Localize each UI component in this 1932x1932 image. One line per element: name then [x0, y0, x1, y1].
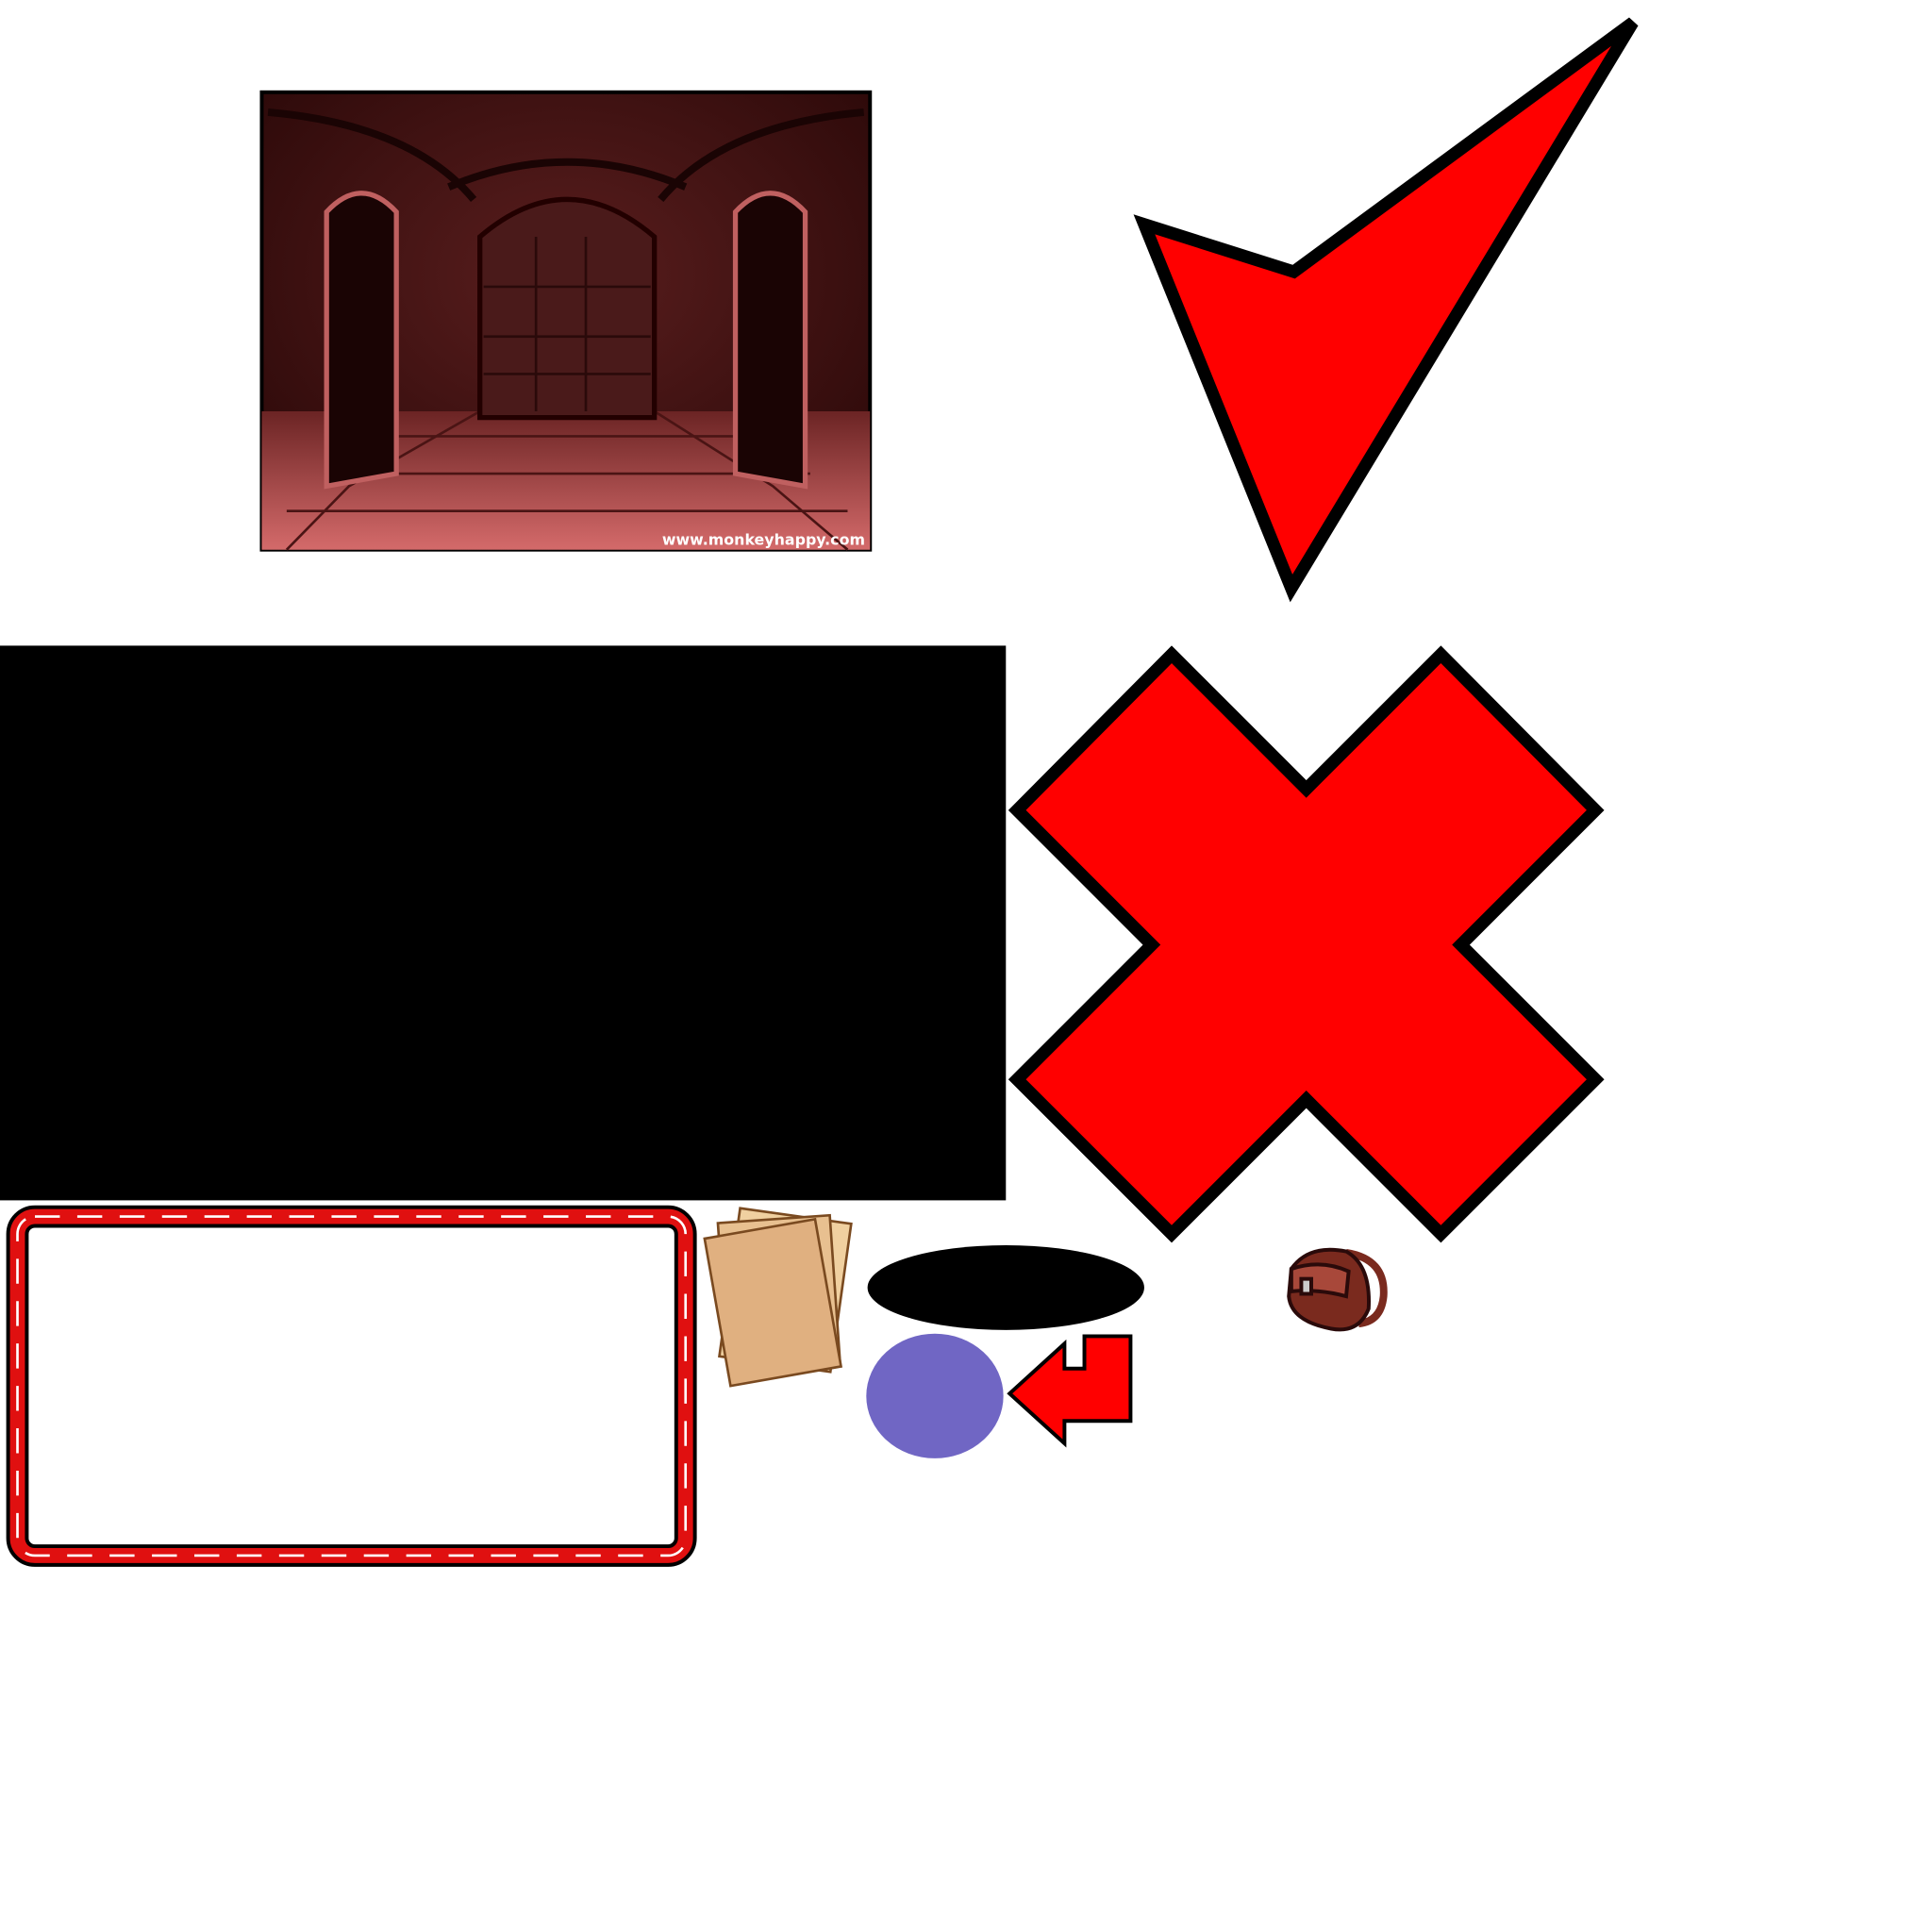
dungeon-background-image: www.monkeyhappy.com: [259, 90, 873, 552]
card-stack-icon: [703, 1207, 853, 1388]
purple-circle: [866, 1333, 1004, 1458]
red-rope-frame: [6, 1205, 697, 1567]
watermark-text: www.monkeyhappy.com: [662, 530, 865, 548]
shadow-ellipse: [867, 1244, 1144, 1330]
black-panel: [0, 645, 1007, 1201]
back-arrow-icon: [1007, 1334, 1133, 1448]
backpack-icon: [1287, 1247, 1388, 1332]
check-mark-icon: [1133, 17, 1639, 603]
cross-mark-icon: [1008, 645, 1605, 1243]
